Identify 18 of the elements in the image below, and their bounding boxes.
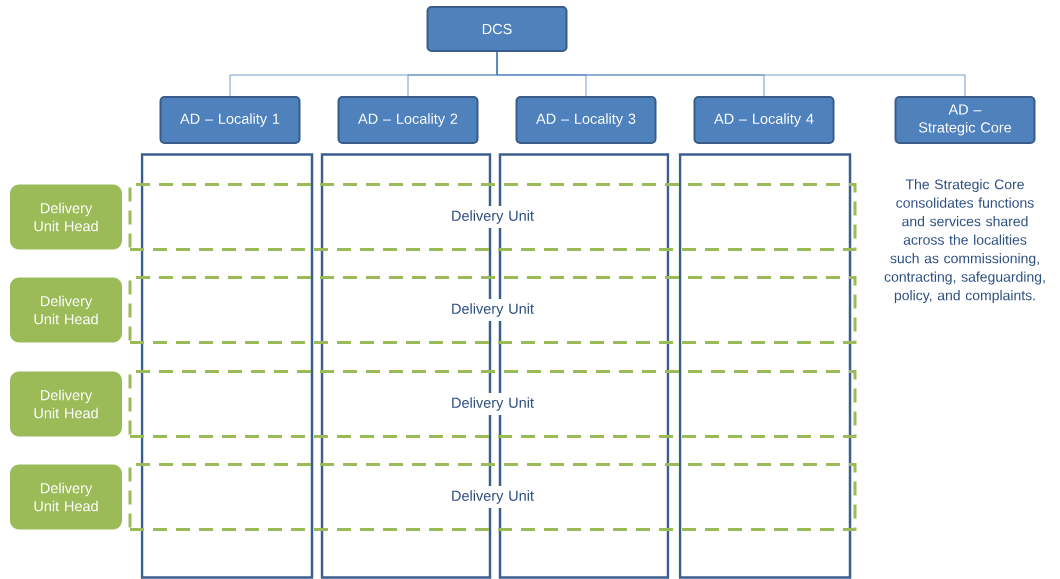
note-text: The Strategic Core consolidates functions and services shared across the localities such as commissioning, contracting, safeguarding, policy, and complaints. [884, 179, 1045, 304]
unit-head-box: Delivery Unit Head [10, 184, 122, 250]
delivery-unit-band: Delivery Unit [128, 463, 857, 531]
unit-head-box: Delivery Unit Head [10, 464, 122, 530]
column-box [678, 153, 852, 579]
column-box [140, 153, 314, 579]
delivery-unit-band: Delivery Unit [128, 183, 857, 251]
connector-line [496, 51, 966, 97]
delivery-unit-band: Delivery Unit [128, 276, 857, 344]
org-box: AD – Locality 1 [159, 96, 301, 144]
org-box: DCS [426, 6, 568, 52]
delivery-unit-band: Delivery Unit [128, 370, 857, 438]
org-box: AD – Strategic Core [894, 96, 1036, 144]
org-box: AD – Locality 3 [515, 96, 657, 144]
unit-head-box: Delivery Unit Head [10, 277, 122, 343]
org-box: AD – Locality 2 [337, 96, 479, 144]
org-box: AD – Locality 4 [693, 96, 835, 144]
unit-head-box: Delivery Unit Head [10, 371, 122, 437]
